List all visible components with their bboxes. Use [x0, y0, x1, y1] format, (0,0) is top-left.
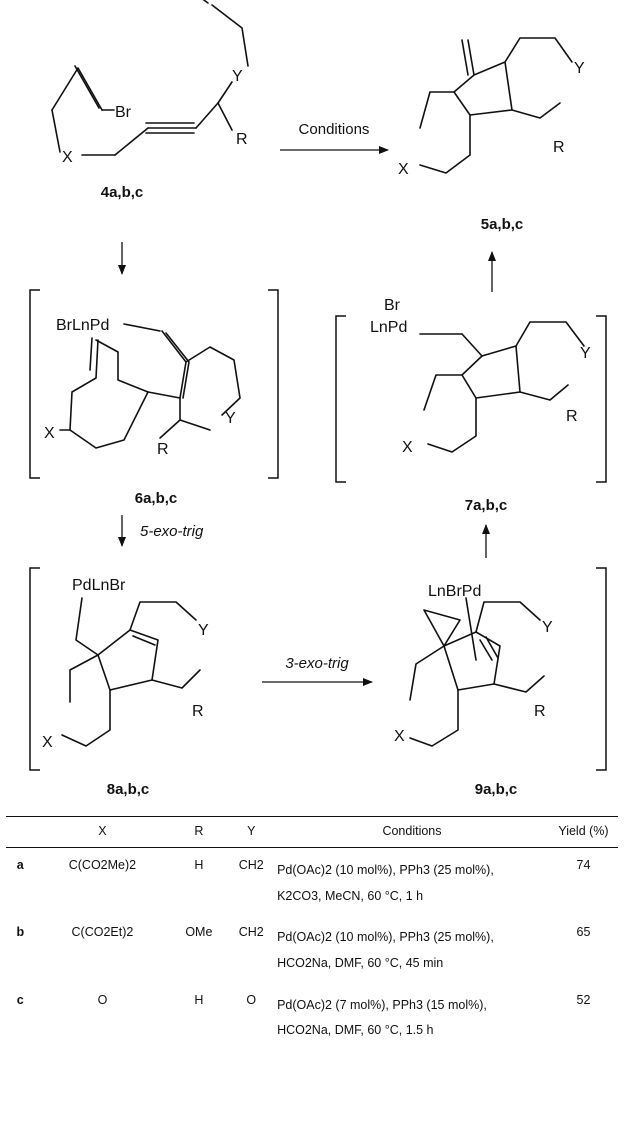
pd-complex-9: LnBrPd: [428, 583, 481, 600]
r-group-9: R: [534, 703, 546, 720]
header-x: X: [34, 816, 171, 848]
x-cell: O: [97, 992, 108, 1007]
step-label-3-exo-trig: 3-exo-trig: [285, 655, 349, 672]
compound-label-5: 5a,b,c: [481, 216, 524, 233]
entry-cell: a: [16, 858, 24, 872]
compound-8-structure: [61, 597, 201, 747]
x-atom-5: X: [398, 161, 409, 178]
table-row: c O H O Pd(OAc)2 (7 mol%), PPh3 (15 mol%…: [6, 983, 618, 1050]
y-atom-8: Y: [198, 622, 209, 639]
conditions-cell: Pd(OAc)2 (7 mol%), PPh3 (15 mol%), HCO2N…: [277, 997, 487, 1038]
bromine-atom-4: Br: [115, 104, 132, 121]
r-group-4: R: [236, 131, 248, 148]
r-cell: H: [194, 858, 204, 872]
compound-label-4: 4a,b,c: [101, 184, 144, 201]
y-atom-4: Y: [232, 68, 243, 85]
y-atom-6: Y: [225, 410, 236, 427]
compound-7-structure: [419, 321, 585, 453]
x-atom-6: X: [44, 425, 55, 442]
x-cell: C(CO2Me)2: [68, 858, 137, 872]
table-header-row: X R Y Conditions Yield (%): [6, 816, 618, 848]
x-atom-8: X: [42, 734, 53, 751]
pd-complex-7: LnPd: [370, 319, 407, 336]
y-cell: O: [246, 992, 257, 1007]
bromine-label-7: Br: [384, 297, 401, 314]
y-atom-9: Y: [542, 619, 553, 636]
pd-complex-6: BrLnPd: [56, 317, 109, 334]
yield-cell: 65: [576, 925, 591, 940]
r-group-8: R: [192, 703, 204, 720]
y-atom-5: Y: [574, 60, 585, 77]
compound-9-structure: [409, 597, 545, 747]
entry-cell: c: [16, 992, 24, 1007]
pd-complex-8: PdLnBr: [72, 577, 126, 594]
yield-cell: 74: [576, 858, 591, 872]
compound-label-8: 8a,b,c: [107, 781, 150, 798]
reaction-conditions-label: Conditions: [299, 121, 370, 138]
y-atom-7: Y: [580, 345, 591, 362]
compound-label-9: 9a,b,c: [475, 781, 518, 798]
bracket-left-8: [29, 567, 40, 771]
step-label-5-exo-trig: 5-exo-trig: [140, 523, 204, 540]
bracket-right-7: [596, 315, 607, 483]
compound-label-7: 7a,b,c: [465, 497, 508, 514]
compound-5-structure: [419, 37, 573, 174]
reaction-scheme: Br X Y R 4a,b,c Conditions Y R X 5a,b,c …: [29, 0, 607, 798]
compound-6-structure: [59, 323, 241, 449]
yield-cell: 52: [576, 992, 591, 1007]
header-y: Y: [227, 816, 276, 848]
bracket-left-6: [29, 289, 40, 479]
bracket-right-9: [596, 567, 607, 771]
bracket-left-7: [335, 315, 346, 483]
x-atom-4: X: [62, 149, 73, 166]
x-atom-7: X: [402, 439, 413, 456]
r-group-7: R: [566, 408, 578, 425]
x-atom-9: X: [394, 728, 405, 745]
header-r: R: [170, 816, 228, 848]
bracket-right-6: [268, 289, 279, 479]
table-row: b C(CO2Et)2 OMe CH2 Pd(OAc)2 (10 mol%), …: [6, 915, 618, 982]
x-cell: C(CO2Et)2: [71, 925, 134, 940]
table-row: a C(CO2Me)2 H CH2 Pd(OAc)2 (10 mol%), PP…: [6, 848, 618, 916]
compound-4-structure: [51, 0, 249, 156]
r-group-6: R: [157, 441, 169, 458]
r-cell: H: [194, 992, 204, 1007]
conditions-cell: Pd(OAc)2 (10 mol%), PPh3 (25 mol%), K2CO…: [277, 863, 494, 903]
header-yield: Yield (%): [548, 816, 618, 848]
r-cell: OMe: [185, 925, 213, 940]
entry-cell: b: [16, 925, 25, 940]
conditions-cell: Pd(OAc)2 (10 mol%), PPh3 (25 mol%), HCO2…: [277, 930, 494, 970]
header-conditions: Conditions: [275, 816, 549, 848]
r-group-5: R: [553, 139, 565, 156]
conditions-table: X R Y Conditions Yield (%) a C(CO2Me)2 H…: [6, 816, 618, 1050]
header-entry: [6, 816, 35, 848]
y-cell: CH2: [238, 925, 264, 940]
compound-label-6: 6a,b,c: [135, 490, 178, 507]
y-cell: CH2: [238, 858, 264, 872]
